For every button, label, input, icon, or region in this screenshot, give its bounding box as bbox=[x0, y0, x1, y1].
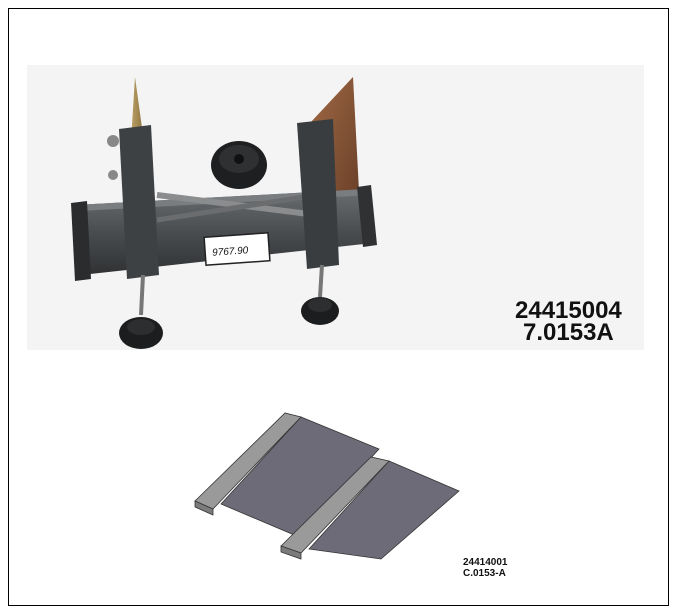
plate-left bbox=[194, 412, 380, 538]
knob-icon bbox=[211, 141, 267, 189]
label-plate bbox=[203, 232, 271, 266]
right-clamp bbox=[297, 119, 339, 269]
part-number: 24414001 bbox=[463, 557, 508, 568]
tool-photo: 9767.90 bbox=[27, 65, 644, 350]
part-number: 24415004 bbox=[515, 297, 622, 324]
left-clamp bbox=[119, 125, 159, 279]
foot-knob-left bbox=[119, 317, 163, 349]
plates-drawing bbox=[194, 412, 460, 560]
reference-code: C.0153-A bbox=[463, 568, 506, 579]
reference-code: 7.0153A bbox=[523, 319, 614, 346]
document-page: 9767.90 24415004 7.0153A bbox=[8, 8, 669, 606]
plate-right bbox=[280, 456, 460, 560]
foot-knob-right bbox=[301, 297, 339, 325]
part-code-top: 24415004 7.0153A bbox=[515, 297, 622, 346]
label-plate-text: 9767.90 bbox=[212, 245, 249, 259]
part-code-bottom: 24414001 C.0153-A bbox=[463, 557, 508, 579]
